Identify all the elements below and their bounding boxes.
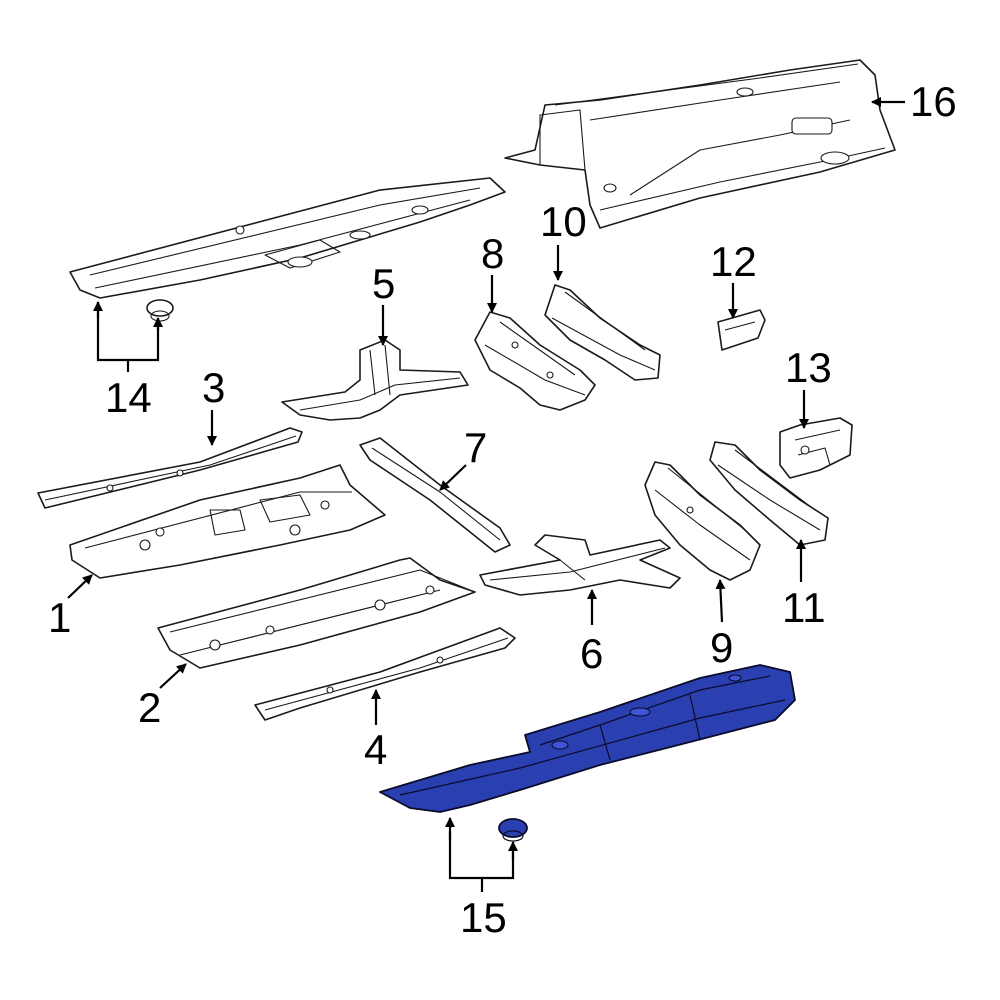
callout-8: 8	[481, 230, 504, 277]
part-14-plug[interactable]	[146, 299, 174, 322]
callout-12: 12	[710, 238, 757, 285]
leader-1	[67, 574, 93, 599]
part-9-rear-rail[interactable]	[644, 461, 761, 581]
part-16-rear-floor[interactable]	[504, 59, 896, 229]
part-14-floor-panel[interactable]	[69, 177, 506, 299]
leader-9	[715, 579, 726, 623]
leader-15	[448, 832, 515, 880]
part-3-rail[interactable]	[37, 427, 303, 509]
part-8-front-rail[interactable]	[474, 311, 596, 411]
callout-4: 4	[364, 726, 387, 773]
part-6-cross-member[interactable]	[479, 534, 681, 596]
callout-2: 2	[138, 684, 161, 731]
part-11-rear-rail[interactable]	[709, 441, 829, 546]
leader-7	[439, 464, 467, 491]
callout-9: 9	[710, 624, 733, 671]
callout-10: 10	[540, 198, 587, 245]
callout-14: 14	[105, 374, 152, 421]
part-10-rail[interactable]	[544, 284, 661, 381]
part-7-brace[interactable]	[359, 437, 511, 553]
callout-1: 1	[48, 594, 71, 641]
part-4-rocker[interactable]	[254, 627, 516, 721]
part-15-plug-highlighted[interactable]	[498, 818, 528, 842]
leader-lines	[67, 97, 905, 892]
callout-16: 16	[910, 78, 957, 125]
callout-13: 13	[785, 344, 832, 391]
callout-11: 11	[782, 584, 826, 631]
leader-2	[159, 663, 187, 689]
callout-5: 5	[372, 260, 395, 307]
part-1-front-floor[interactable]	[69, 464, 386, 579]
callout-6: 6	[580, 630, 603, 677]
part-13-bracket[interactable]	[779, 417, 853, 479]
part-12-bracket[interactable]	[717, 309, 766, 351]
callout-7: 7	[464, 424, 487, 471]
part-5-cross-member[interactable]	[281, 339, 469, 421]
part-15-floor-panel-highlighted[interactable]	[379, 664, 796, 813]
callout-labels: 16 10 8 12 5 13 14 3 7 1 6 9 11 2 4 15	[48, 78, 957, 941]
callout-3: 3	[202, 364, 225, 411]
part-2-center-floor[interactable]	[157, 557, 476, 669]
callout-15: 15	[460, 894, 507, 941]
